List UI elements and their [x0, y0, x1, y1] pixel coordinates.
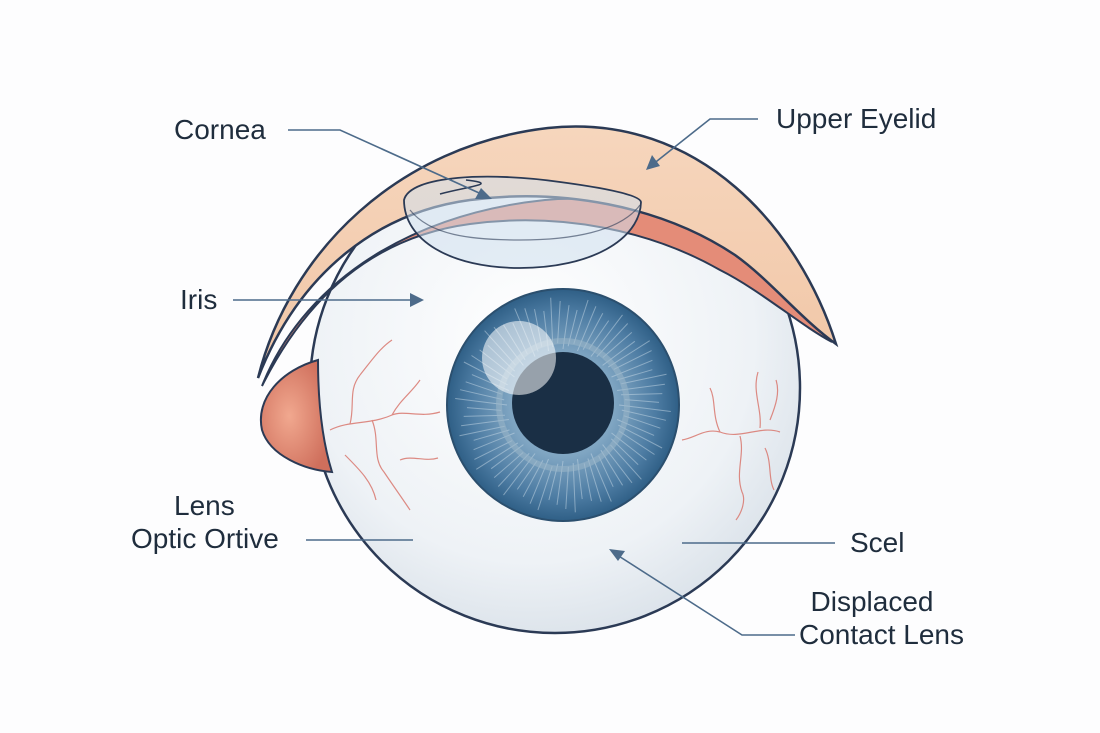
eye-highlight	[482, 321, 556, 395]
iris-fiber	[618, 424, 663, 449]
label-lens: Lens	[174, 490, 235, 521]
leader-cornea	[288, 129, 489, 198]
iris-fiber	[621, 373, 667, 385]
label-scel: Scel	[850, 527, 905, 558]
iris-collarette	[496, 338, 630, 472]
caruncle	[259, 358, 334, 474]
iris-fiber	[565, 466, 569, 510]
iris-fiber	[476, 442, 519, 470]
iris-fiber	[516, 460, 538, 490]
iris-fiber	[607, 340, 650, 368]
leader-lines	[233, 118, 835, 636]
iris-fiber	[466, 407, 502, 411]
label-cornea: Cornea	[174, 114, 266, 145]
veins-right	[681, 371, 781, 521]
iris-fiber	[465, 381, 503, 395]
label-iris: Iris	[180, 284, 218, 315]
iris-fiber	[583, 463, 592, 501]
contact-lens-edge	[409, 204, 641, 241]
arrowheads	[410, 155, 660, 561]
iris-fiber	[550, 297, 554, 347]
veins-left	[329, 339, 441, 511]
arrow-cornea	[475, 188, 492, 199]
label-optic-ortive: Optic Ortive	[131, 523, 279, 554]
iris-fiber	[588, 320, 610, 350]
iris-fiber	[618, 430, 655, 455]
iris-fiber	[613, 350, 652, 370]
label-upper-eyelid: Upper Eyelid	[776, 103, 937, 134]
arrow-displaced	[609, 549, 625, 561]
label-displaced: Displaced	[810, 586, 934, 617]
iris-fiber	[623, 415, 661, 429]
arrow-iris	[410, 293, 424, 307]
label-contact-lens: Contact Lens	[799, 619, 964, 650]
iris-fiber	[602, 332, 633, 358]
iris-fiber	[537, 465, 553, 511]
iris-fiber	[459, 425, 505, 437]
leader-displaced	[613, 552, 795, 636]
arrow-upper-eyelid	[646, 155, 660, 170]
iris-fiber	[573, 299, 589, 345]
iris-fiber	[610, 444, 642, 480]
iris-fiber	[598, 455, 614, 488]
leader-upper-eyelid	[651, 118, 758, 166]
iris-fiber	[624, 399, 660, 403]
iris-fiber	[493, 452, 524, 478]
contact-lens-shine	[439, 179, 482, 195]
contact-lens	[403, 175, 642, 269]
iris-fiber	[474, 440, 513, 460]
iris-fiber	[572, 463, 576, 513]
iris-fiber	[557, 300, 561, 344]
